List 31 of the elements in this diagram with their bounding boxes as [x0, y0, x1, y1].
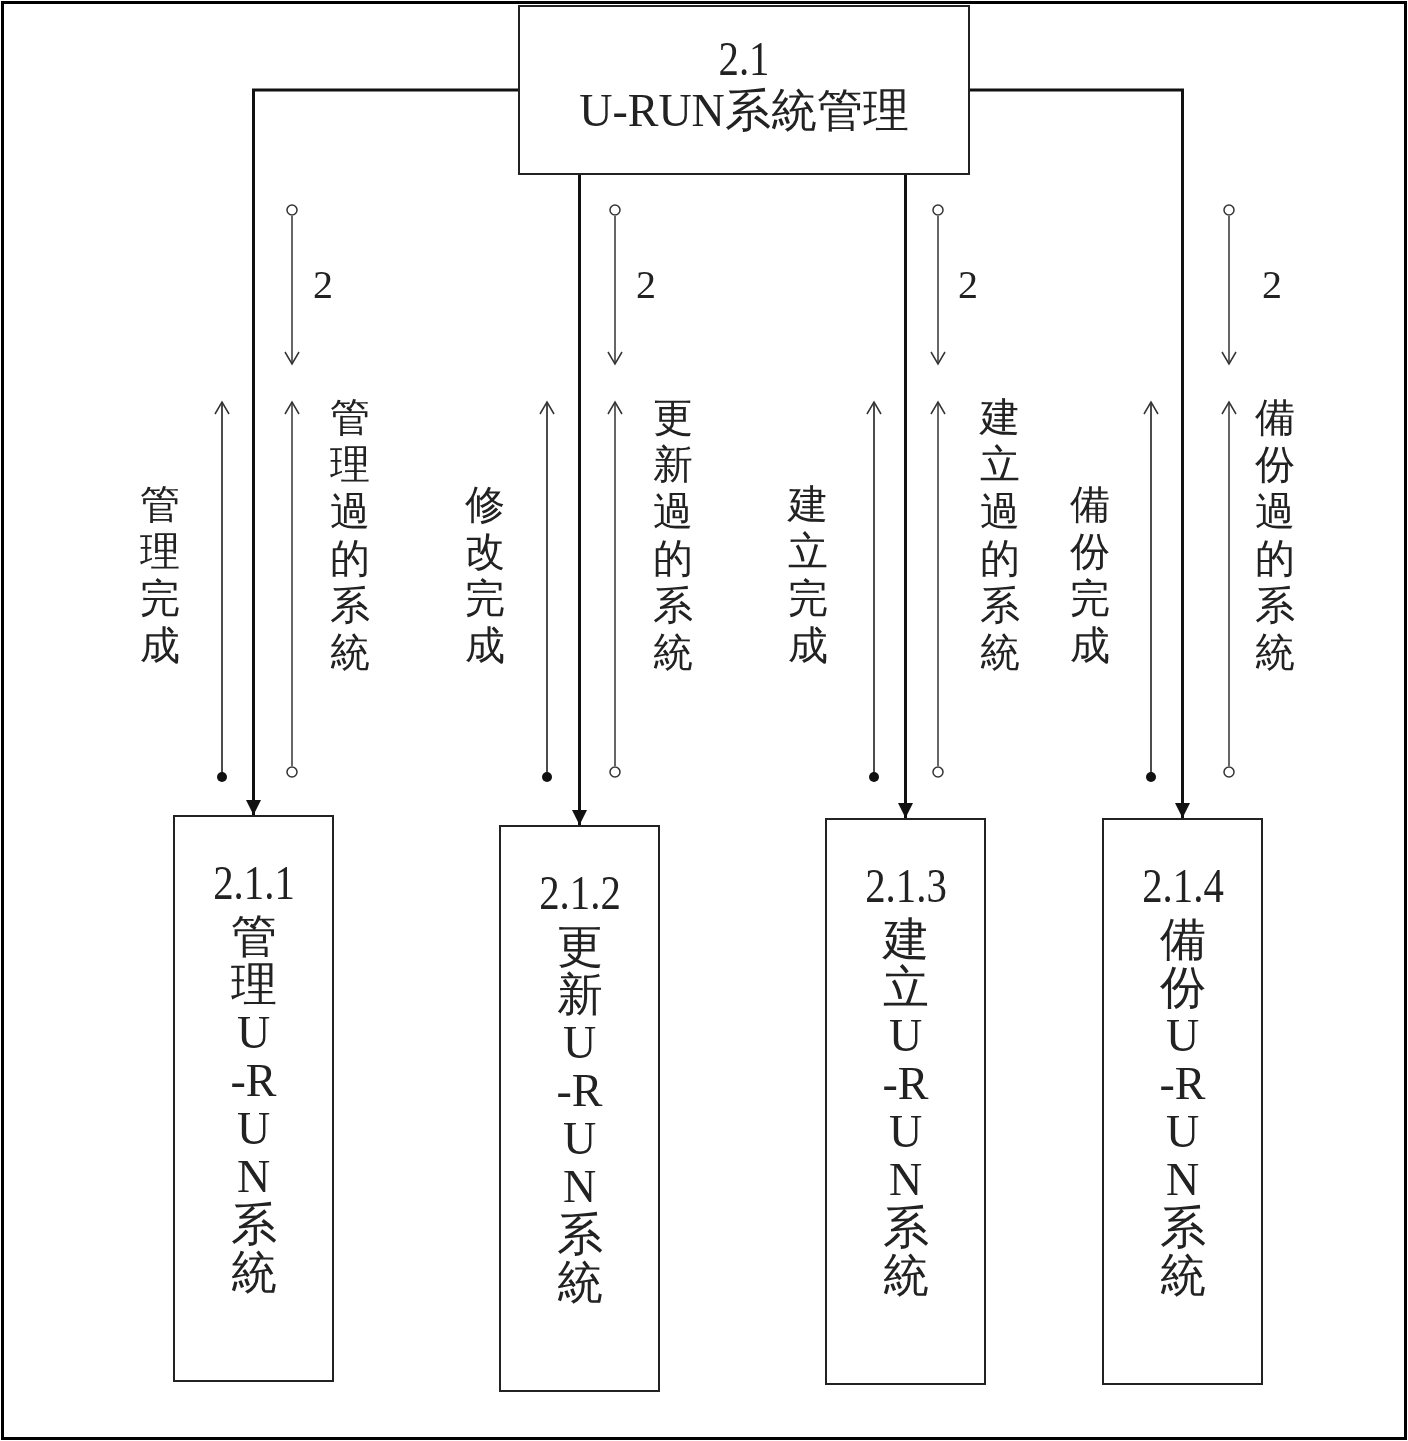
process-box: [825, 818, 986, 1385]
data-couple-label: 管理過的系統: [329, 394, 371, 676]
process-box: [173, 815, 334, 1382]
process-box: [1102, 818, 1263, 1385]
control-flag-label: 管理完成: [139, 481, 181, 669]
couple-number: 2: [636, 263, 656, 307]
control-flag-label: 修改完成: [464, 481, 506, 669]
data-couple-label: 建立過的系統: [978, 394, 1021, 676]
module-name: 備份U-RUN系統: [1158, 916, 1207, 1300]
module-name: 管理U-RUN系統: [229, 913, 278, 1297]
module-number: 2.1.2: [538, 867, 621, 919]
arrow: [572, 175, 587, 825]
couple-number: 2: [313, 263, 333, 307]
arrow: [970, 88, 1190, 818]
process-box: [499, 825, 660, 1392]
module-name: 更新U-RUN系統: [555, 923, 604, 1307]
data-couple-label: 備份過的系統: [1254, 394, 1296, 676]
data-couple-label: 更新過的系統: [652, 394, 694, 676]
control-flag-label: 建立完成: [786, 481, 829, 669]
process-box: [518, 5, 970, 175]
arrow: [898, 175, 913, 818]
module-number: 2.1.3: [864, 860, 947, 912]
module-number: 2.1.1: [212, 857, 295, 909]
module-number: 2.1: [718, 33, 770, 85]
module-name: U-RUN系統管理: [579, 85, 909, 137]
couple-number: 2: [958, 263, 978, 307]
arrow: [246, 88, 518, 815]
couple-number: 2: [1262, 263, 1282, 307]
module-name: 建立U-RUN系統: [881, 916, 930, 1300]
module-number: 2.1.4: [1141, 860, 1224, 912]
control-flag-label: 備份完成: [1069, 481, 1111, 669]
